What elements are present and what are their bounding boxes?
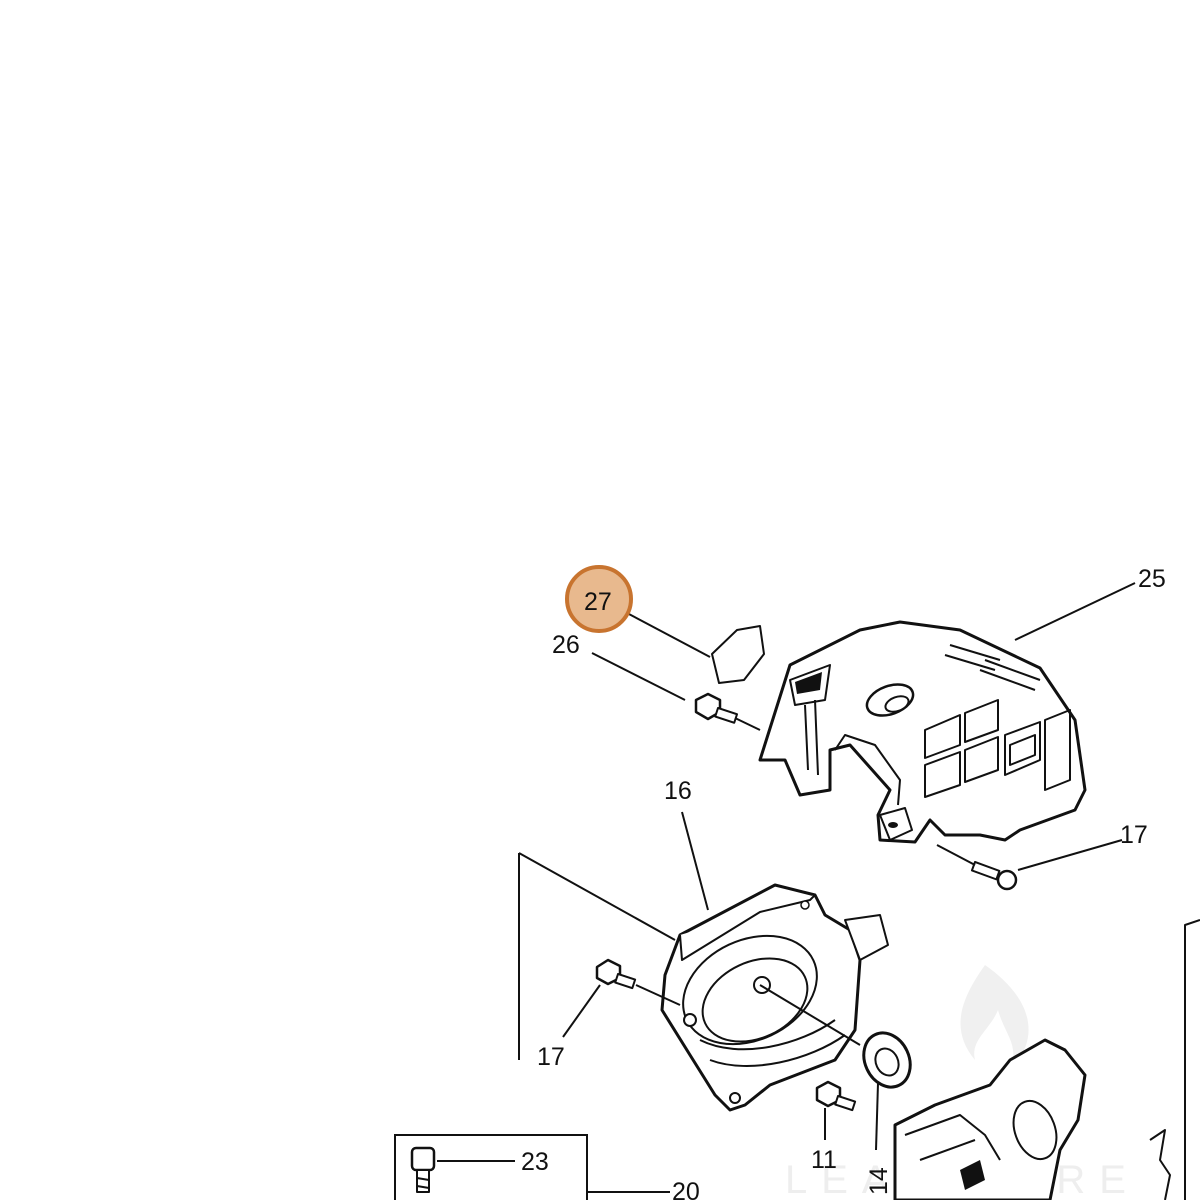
part-17-screw-left xyxy=(595,958,637,990)
part-17-screw-right xyxy=(970,861,1018,891)
callout-26-text: 26 xyxy=(552,631,580,659)
callout-25-text: 25 xyxy=(1138,565,1166,593)
callout-11-text: 11 xyxy=(811,1146,837,1174)
callout-27: 27 xyxy=(565,565,633,633)
callout-27-highlight-ring xyxy=(565,565,633,633)
callout-17-right-text: 17 xyxy=(1120,821,1148,849)
inset-box xyxy=(394,1134,588,1200)
leader-lines xyxy=(437,582,1136,1193)
part-16-fan-cover xyxy=(660,883,889,1112)
callout-23-text: 23 xyxy=(521,1148,549,1176)
crankcase-partial xyxy=(893,919,1200,1200)
part-11-screw xyxy=(815,1080,857,1112)
callout-14-text: 14 xyxy=(865,1167,893,1195)
part-26-screw xyxy=(694,692,739,724)
part-27-label-plate xyxy=(711,625,765,684)
part-25-cylinder-cover xyxy=(758,620,1087,844)
callout-27-text: 27 xyxy=(584,588,612,616)
callout-17-left-text: 17 xyxy=(537,1043,565,1071)
callout-20-text: 20 xyxy=(672,1178,700,1200)
part-14-oil-seal xyxy=(862,1031,912,1089)
callout-16-text: 16 xyxy=(664,777,692,805)
